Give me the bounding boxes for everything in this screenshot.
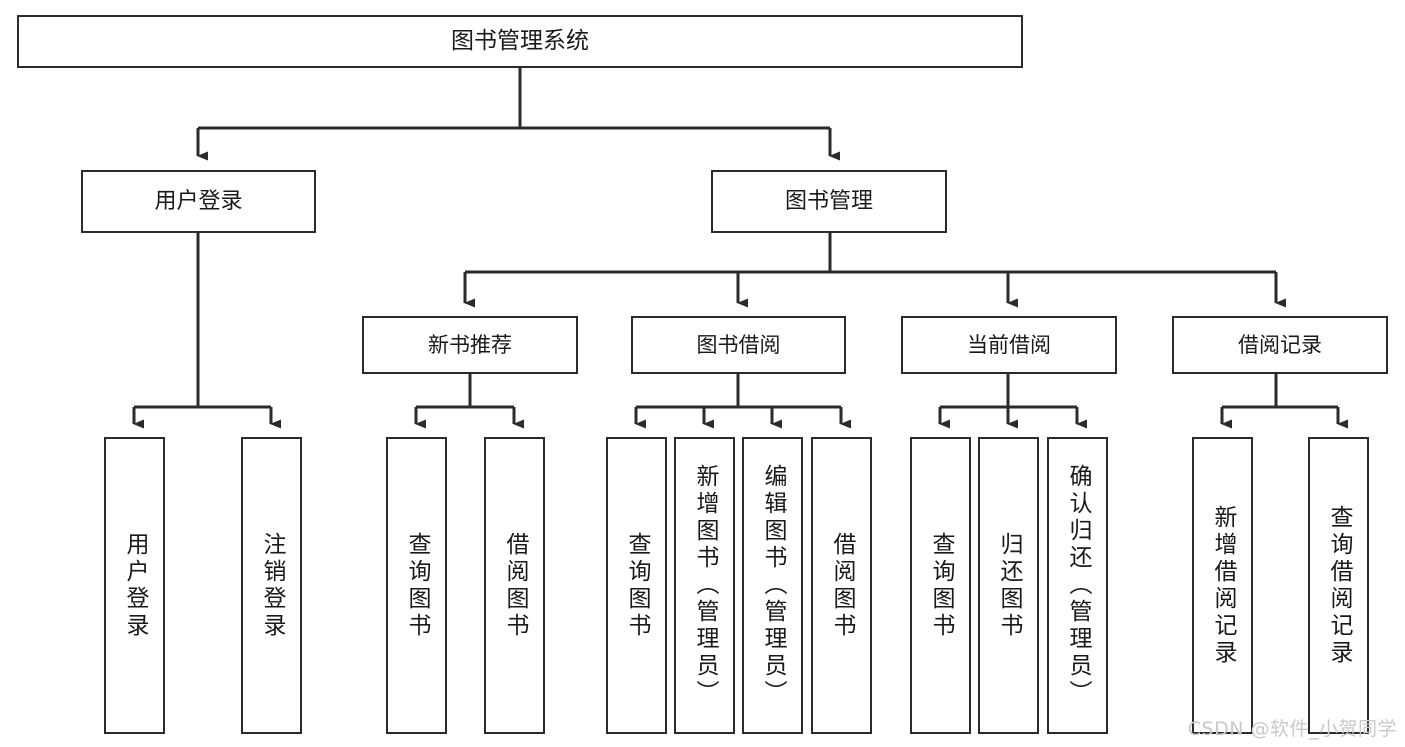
node-leaf-book-borrow-edit[interactable]: 编辑图书（管理员） bbox=[742, 437, 803, 734]
node-book-management[interactable]: 图书管理 bbox=[711, 170, 947, 233]
node-label: 归还图书 bbox=[996, 531, 1022, 640]
node-user-login[interactable]: 用户登录 bbox=[81, 170, 316, 233]
node-leaf-book-borrow-add[interactable]: 新增图书（管理员） bbox=[674, 437, 735, 734]
node-label: 用户登录 bbox=[122, 531, 148, 640]
node-new-book-recommend[interactable]: 新书推荐 bbox=[362, 316, 578, 374]
node-leaf-current-borrow-query[interactable]: 查询图书 bbox=[910, 437, 971, 734]
node-leaf-borrow-record-add[interactable]: 新增借阅记录 bbox=[1192, 437, 1253, 734]
node-borrow-record[interactable]: 借阅记录 bbox=[1172, 316, 1388, 374]
node-current-borrow[interactable]: 当前借阅 bbox=[901, 316, 1117, 374]
node-label: 查询图书 bbox=[624, 531, 650, 640]
node-label: 新增图书（管理员） bbox=[692, 464, 718, 707]
node-label: 图书管理 bbox=[784, 188, 873, 214]
node-label: 注销登录 bbox=[259, 531, 285, 640]
node-label: 查询图书 bbox=[928, 531, 954, 640]
node-leaf-current-borrow-return[interactable]: 归还图书 bbox=[978, 437, 1039, 734]
node-leaf-new-book-query[interactable]: 查询图书 bbox=[386, 437, 447, 734]
node-label: 图书借阅 bbox=[696, 332, 781, 357]
node-label: 新书推荐 bbox=[428, 332, 512, 357]
node-leaf-borrow-record-query[interactable]: 查询借阅记录 bbox=[1308, 437, 1369, 734]
node-label: 图书管理系统 bbox=[451, 27, 589, 54]
node-label: 借阅图书 bbox=[829, 531, 855, 640]
node-leaf-user-login-login[interactable]: 用户登录 bbox=[104, 437, 165, 734]
node-book-borrow[interactable]: 图书借阅 bbox=[631, 316, 846, 374]
node-label: 新增借阅记录 bbox=[1210, 504, 1236, 667]
node-label: 借阅记录 bbox=[1238, 332, 1322, 357]
node-label: 编辑图书（管理员） bbox=[760, 464, 786, 707]
node-root-book-management-system[interactable]: 图书管理系统 bbox=[17, 15, 1023, 68]
watermark-text: CSDN @软件_小贺同学 bbox=[1187, 718, 1397, 740]
node-label: 查询借阅记录 bbox=[1326, 504, 1352, 667]
node-leaf-user-login-logout[interactable]: 注销登录 bbox=[241, 437, 302, 734]
node-label: 确认归还（管理员） bbox=[1065, 464, 1091, 707]
node-leaf-current-borrow-confirm-return[interactable]: 确认归还（管理员） bbox=[1047, 437, 1108, 734]
node-leaf-new-book-borrow[interactable]: 借阅图书 bbox=[484, 437, 545, 734]
node-label: 借阅图书 bbox=[502, 531, 528, 640]
node-label: 查询图书 bbox=[404, 531, 430, 640]
node-label: 当前借阅 bbox=[967, 332, 1051, 357]
node-label: 用户登录 bbox=[154, 188, 243, 214]
node-leaf-book-borrow-borrow[interactable]: 借阅图书 bbox=[811, 437, 872, 734]
node-leaf-book-borrow-query[interactable]: 查询图书 bbox=[606, 437, 667, 734]
